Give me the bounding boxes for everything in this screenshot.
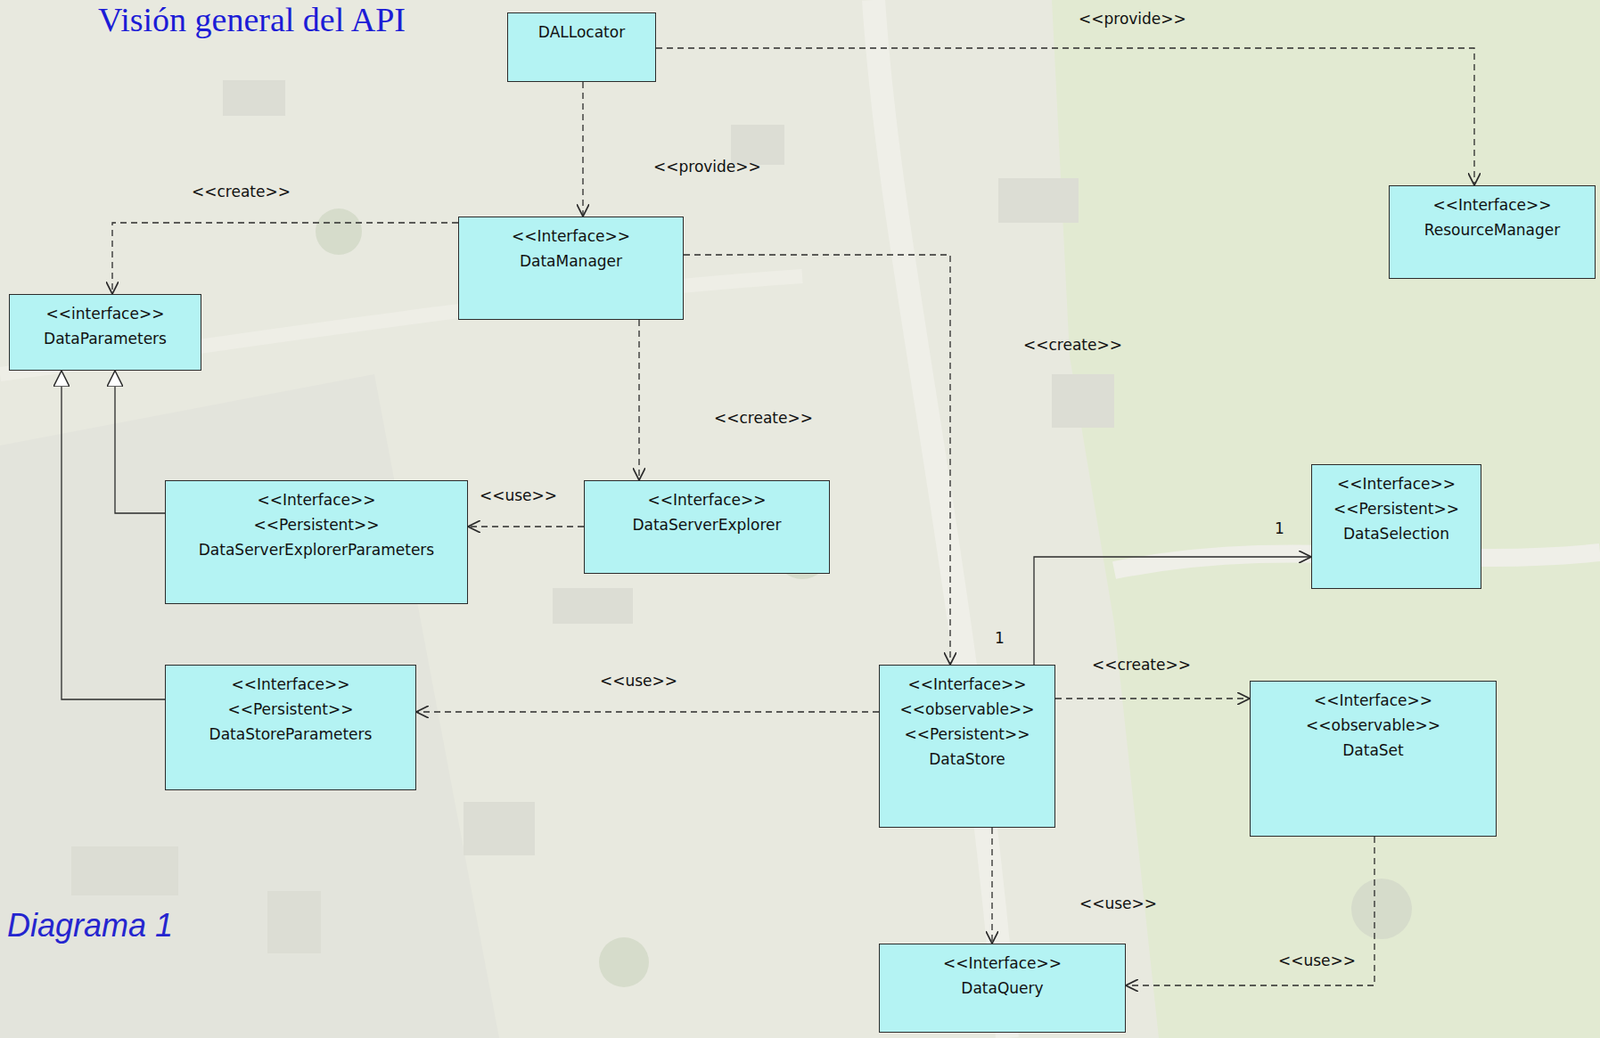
multiplicity: 1: [1274, 516, 1285, 542]
class-text-group: <<Interface>>DataManager: [466, 223, 676, 274]
field-area: [0, 374, 500, 1038]
generalization-arrow: [61, 370, 165, 700]
class-box: <<Interface>>ResourceManager: [1388, 185, 1596, 279]
stereotype: <<Interface>>: [1319, 471, 1474, 497]
class-text-group: <<Interface>><<observable>><<Persistent>…: [886, 672, 1048, 772]
stereotype-label: <<use>>: [1278, 948, 1356, 974]
class-box: <<Interface>>DataQuery: [878, 943, 1126, 1034]
class-box: <<Interface>><<Persistent>>DataStorePara…: [164, 664, 417, 791]
stereotype: <<Interface>>: [466, 223, 676, 249]
class-box: <<Interface>><<observable>>DataSet: [1249, 681, 1497, 837]
dependency-arrow: [112, 222, 459, 295]
class-name: DALLocator: [515, 19, 649, 45]
class-name: ResourceManager: [1396, 217, 1588, 243]
building-shapes: [71, 80, 1115, 954]
class-name: DataServerExplorerParameters: [172, 537, 460, 563]
stereotype-label: <<use>>: [599, 668, 678, 694]
stereotype: <<observable>>: [886, 697, 1048, 723]
class-text-group: <<Interface>>ResourceManager: [1396, 192, 1588, 243]
class-name: DataServerExplorer: [591, 512, 822, 538]
association-arrow: [1033, 557, 1312, 665]
dependency-arrow: [683, 254, 951, 665]
stereotype-label: <<use>>: [1079, 891, 1157, 917]
class-text-group: <<interface>>DataParameters: [16, 301, 194, 352]
dependency-arrow: [467, 525, 584, 527]
diagram-caption: Diagrama 1: [7, 907, 173, 945]
multiplicity: 1: [994, 625, 1005, 651]
dependency-arrow: [582, 82, 583, 217]
diagram-title: Visión general del API: [98, 0, 406, 40]
field-area: [1051, 0, 1600, 1038]
class-text-group: <<Interface>><<Persistent>>DataStorePara…: [172, 672, 409, 747]
stereotype-label: <<provide>>: [653, 154, 762, 180]
dependency-arrow: [416, 711, 879, 713]
class-box: <<Interface>><<observable>><<Persistent>…: [878, 664, 1056, 829]
stereotype: <<Persistent>>: [886, 722, 1048, 747]
road: [873, 0, 1008, 1038]
stereotype: <<Interface>>: [886, 951, 1118, 977]
stereotype: <<Interface>>: [1396, 192, 1588, 218]
generalization-arrow: [114, 370, 165, 514]
class-name: DataStoreParameters: [172, 722, 409, 747]
class-box: <<Interface>><<Persistent>>DataSelection: [1311, 464, 1482, 590]
stereotype: <<Interface>>: [172, 487, 460, 513]
dependency-arrow: [656, 48, 1475, 186]
stereotype: <<observable>>: [1257, 713, 1489, 739]
stereotype: <<interface>>: [16, 301, 194, 327]
dependency-arrow: [1055, 697, 1250, 699]
class-name: DataQuery: [886, 976, 1118, 1002]
stereotype: <<Persistent>>: [172, 697, 409, 723]
stereotype: <<Interface>>: [591, 487, 822, 513]
class-box: <<Interface>>DataServerExplorer: [583, 480, 830, 575]
class-name: DataManager: [466, 248, 676, 274]
stereotype-label: <<provide>>: [1078, 6, 1187, 32]
stereotype-label: <<create>>: [1091, 652, 1191, 678]
dependency-arrow: [638, 320, 640, 481]
tree-shapes: [315, 208, 1412, 988]
class-box: DALLocator: [507, 12, 657, 83]
stereotype-label: <<create>>: [1023, 332, 1123, 358]
stereotype: <<Persistent>>: [1319, 496, 1474, 522]
class-text-group: <<Interface>><<Persistent>>DataServerExp…: [172, 487, 460, 563]
stereotype: <<Interface>>: [172, 672, 409, 698]
class-text-group: <<Interface>>DataServerExplorer: [591, 487, 822, 538]
class-box: <<Interface>><<Persistent>>DataServerExp…: [164, 480, 468, 605]
class-box: <<Interface>>DataManager: [458, 216, 684, 320]
class-name: DataSelection: [1319, 521, 1474, 547]
class-name: DataStore: [886, 746, 1048, 772]
dependency-arrow: [1125, 836, 1375, 986]
stereotype: <<Persistent>>: [172, 512, 460, 538]
class-text-group: <<Interface>><<observable>>DataSet: [1257, 688, 1489, 764]
class-text-group: <<Interface>>DataQuery: [886, 951, 1118, 1002]
stereotype: <<Interface>>: [886, 672, 1048, 698]
stereotype-label: <<create>>: [191, 179, 291, 205]
class-name: DataSet: [1257, 738, 1489, 764]
class-box: <<interface>>DataParameters: [8, 294, 202, 371]
stereotype: <<Interface>>: [1257, 688, 1489, 714]
dependency-arrow: [991, 828, 993, 944]
class-text-group: DALLocator: [515, 19, 649, 45]
class-name: DataParameters: [16, 326, 194, 352]
class-text-group: <<Interface>><<Persistent>>DataSelection: [1319, 471, 1474, 547]
stereotype-label: <<create>>: [713, 405, 813, 431]
stereotype-label: <<use>>: [479, 483, 558, 509]
